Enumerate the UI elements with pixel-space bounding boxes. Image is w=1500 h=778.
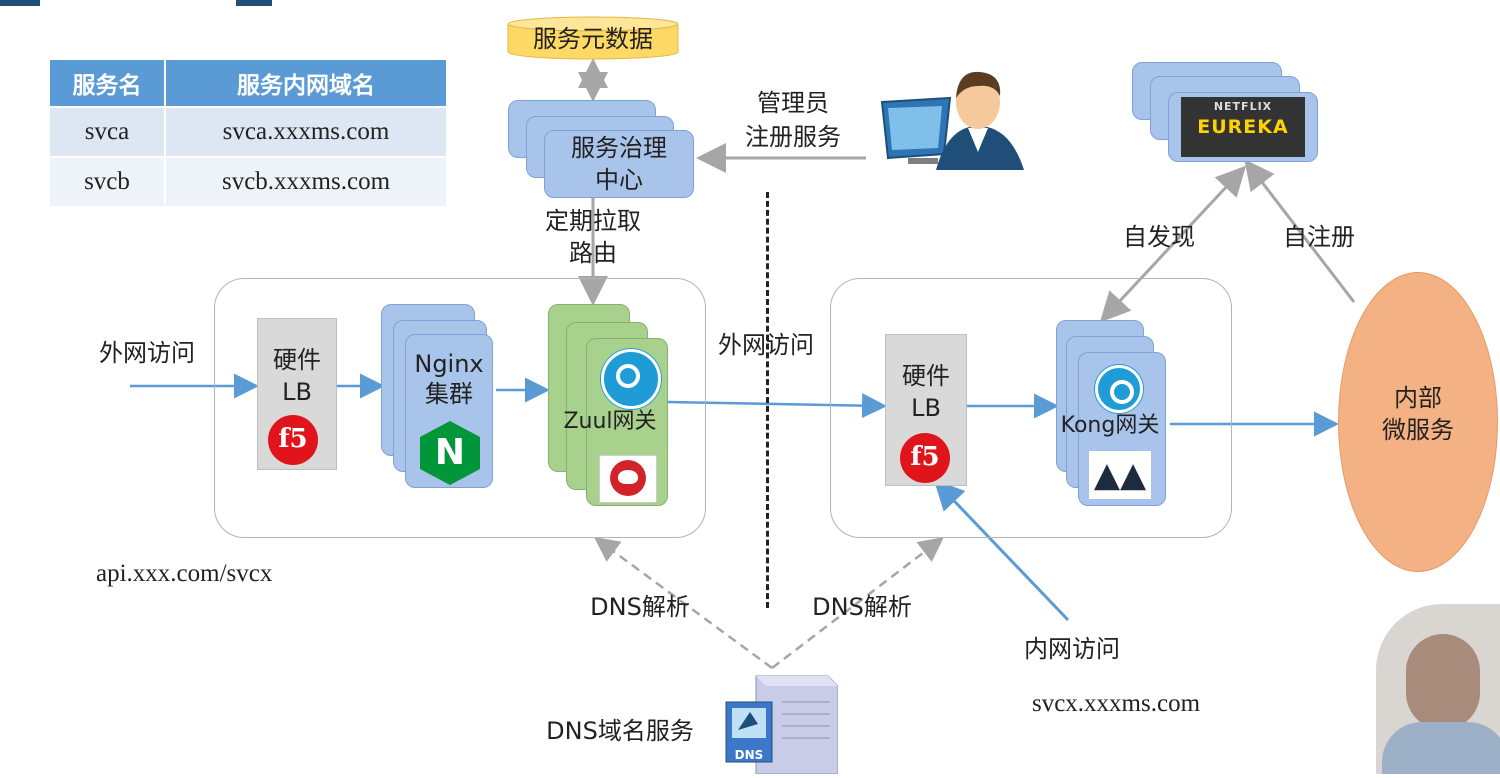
dns-right-label: DNS解析 (812, 593, 912, 621)
hw-lb-left-label-1: 硬件 (273, 346, 321, 374)
self-discover-label: 自发现 (1123, 223, 1195, 251)
table-cell: svca (48, 106, 166, 158)
eureka-logo-text: EUREKA (1197, 116, 1289, 138)
internal-access-label: 内网访问 (1024, 635, 1120, 663)
nginx-label-1: Nginx (414, 350, 484, 378)
table-cell: svcb.xxxms.com (164, 156, 448, 208)
table-header-row: 服务名 服务内网域名 (48, 58, 448, 108)
eureka-registry: NETFLIX EUREKA (1168, 92, 1318, 162)
self-discover-arrow (1099, 165, 1247, 323)
table-cell: svcb (48, 156, 166, 208)
database-cylinder-icon: 服务元数据 (506, 16, 680, 60)
admin-label-1: 管理员 (757, 89, 829, 117)
hardware-lb-right: 硬件 LB f5 (885, 334, 967, 486)
title-fragment (236, 0, 272, 6)
external-gateway-group (214, 278, 706, 538)
metadata-label: 服务元数据 (533, 25, 653, 53)
kong-gorilla-icon: ▲▲ (1089, 451, 1151, 499)
micro-label-2: 微服务 (1382, 416, 1454, 444)
nginx-label-2: 集群 (425, 380, 473, 408)
f5-logo-icon: f5 (900, 433, 950, 483)
pull-routes-label-1: 定期拉取 (545, 207, 641, 235)
api-url-label: api.xxx.com/svcx (96, 560, 273, 587)
internal-access-arrow (933, 479, 1070, 622)
internal-url-label: svcx.xxxms.com (1031, 690, 1201, 717)
admin-label-2: 注册服务 (745, 123, 841, 151)
presenter-face (1406, 634, 1480, 730)
self-register-label: 自注册 (1283, 223, 1355, 251)
eureka-logo-top: NETFLIX (1213, 100, 1273, 113)
table-header: 服务名 (48, 58, 166, 108)
self-register-arrow (1244, 159, 1356, 303)
table-row: svcb svcb.xxxms.com (48, 156, 448, 208)
external-access-label: 外网访问 (99, 339, 195, 367)
governance-label-1: 服务治理 (571, 134, 667, 162)
internal-gateway-group (830, 278, 1232, 538)
kong-gateway: ▲▲ (1078, 352, 1166, 506)
hardware-lb-left: 硬件 LB f5 (257, 318, 337, 470)
clock-refresh-icon (1095, 365, 1143, 413)
title-fragment (0, 0, 40, 6)
dns-right-dashed-arrow (771, 536, 944, 669)
divider-dashed-line (766, 192, 769, 608)
presenter-shirt (1382, 722, 1500, 774)
dns-left-label: DNS解析 (590, 593, 690, 621)
clock-refresh-icon (601, 349, 661, 409)
hw-lb-left-label-2: LB (282, 378, 312, 406)
nginx-cluster: Nginx 集群 N (405, 334, 493, 488)
f5-logo-icon: f5 (268, 415, 318, 465)
eureka-logo-icon: NETFLIX EUREKA (1181, 97, 1305, 157)
zuul-to-lb-arrow (667, 393, 887, 419)
internal-microservice: 内部 微服务 (1338, 272, 1498, 572)
nginx-logo-icon: N (420, 421, 480, 485)
presenter-webcam (1376, 604, 1500, 774)
zuul-label: Zuul网关 (563, 409, 657, 434)
dns-server-icon: DNS (722, 672, 839, 775)
governance-label-2: 中心 (595, 166, 643, 194)
zuul-gateway (586, 338, 668, 506)
dns-service-label: DNS域名服务 (546, 717, 694, 745)
hw-lb-right-label-2: LB (911, 394, 941, 422)
dns-left-dashed-arrow (593, 537, 773, 670)
micro-label-1: 内部 (1394, 384, 1442, 412)
admin-user-icon (878, 62, 1028, 170)
external-access-mid-label: 外网访问 (718, 331, 814, 359)
table-header: 服务内网域名 (164, 58, 448, 108)
table-row: svca svca.xxxms.com (48, 106, 448, 158)
kong-label: Kong网关 (1060, 413, 1160, 438)
pull-routes-label-2: 路由 (569, 239, 617, 267)
table-cell: svca.xxxms.com (164, 106, 448, 158)
service-domain-table: 服务名 服务内网域名 svca svca.xxxms.com svcb svcb… (48, 58, 448, 208)
governance-center: 服务治理 中心 (544, 130, 694, 198)
hw-lb-right-label-1: 硬件 (902, 362, 950, 390)
dns-box-label: DNS (734, 748, 764, 762)
zuul-logo-icon (599, 455, 657, 503)
